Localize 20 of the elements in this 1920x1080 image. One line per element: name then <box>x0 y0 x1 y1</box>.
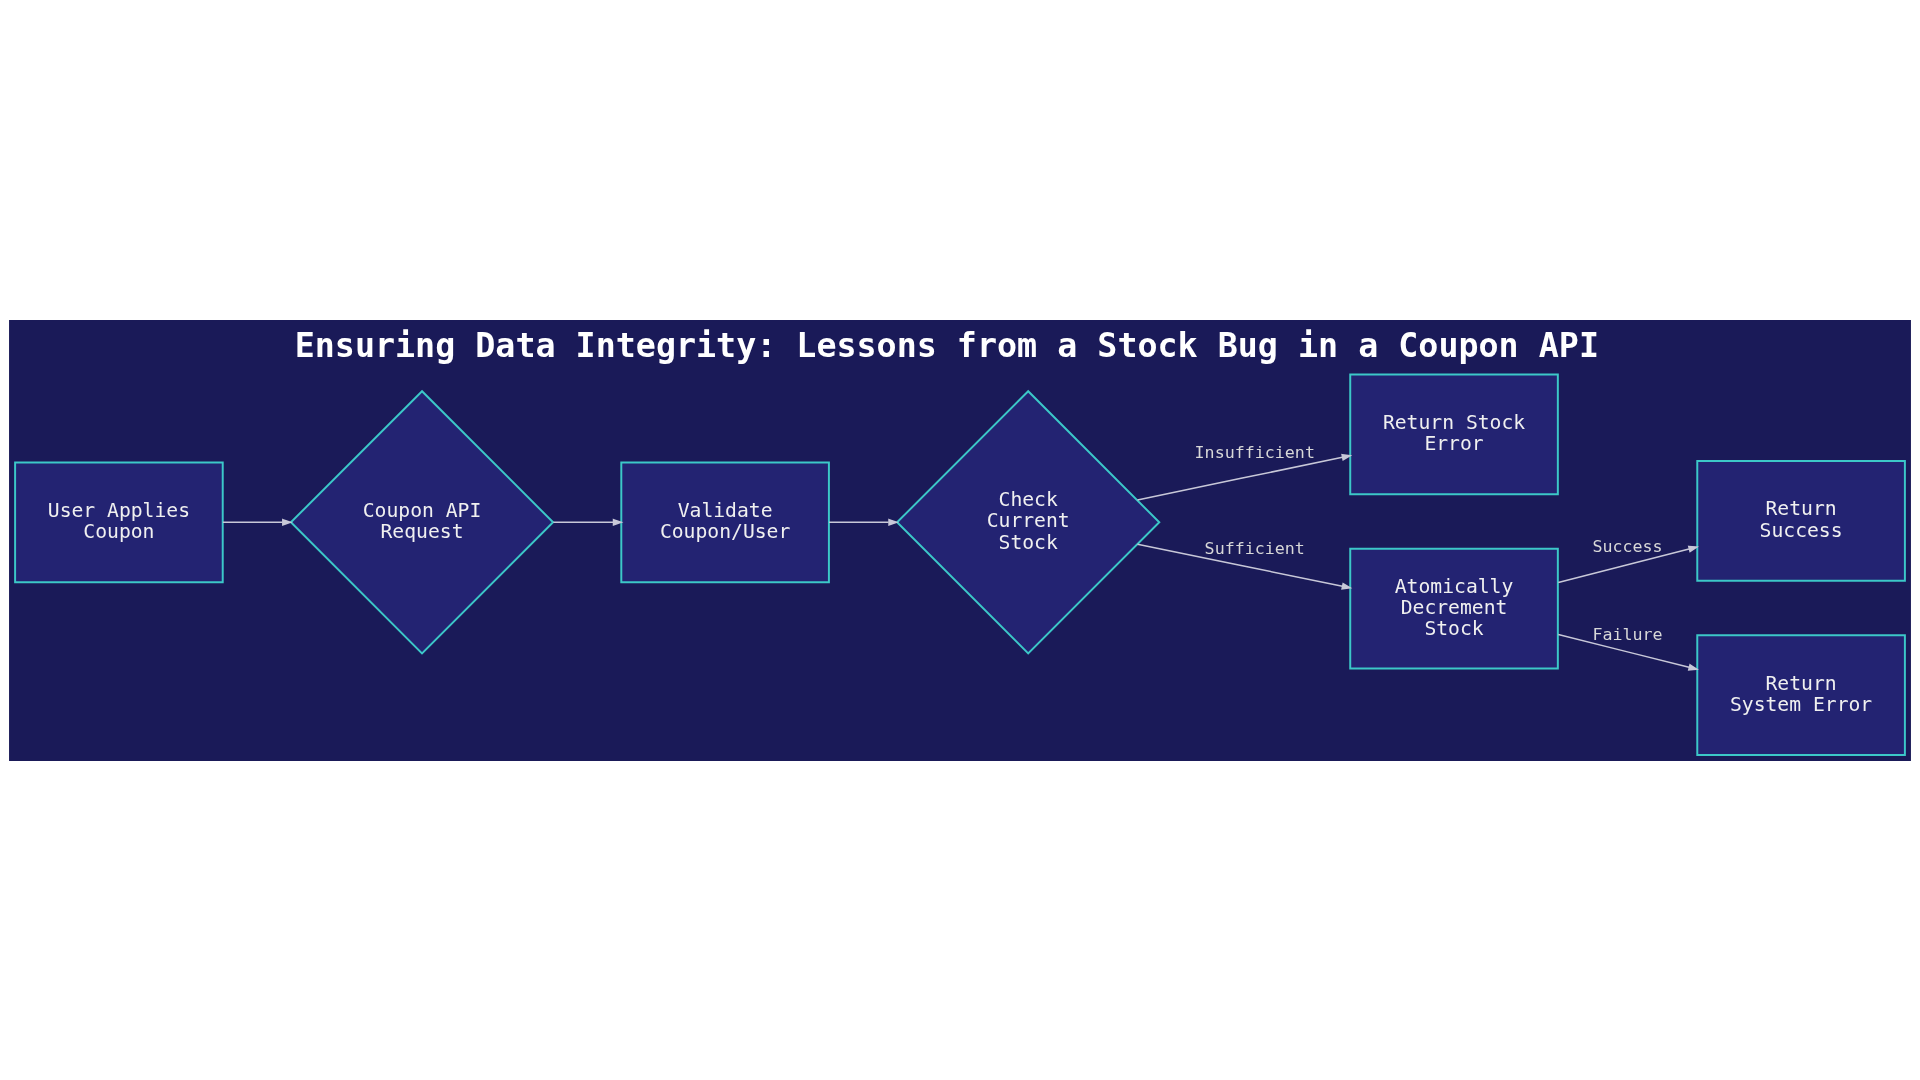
arrow <box>1136 543 1353 590</box>
arrow <box>552 518 624 526</box>
arrow <box>222 518 293 526</box>
diagram-title: Ensuring Data Integrity: Lessons from a Stock Bug in a Coupon API <box>294 325 1599 365</box>
edge-label: Sufficient <box>1204 538 1305 558</box>
node-box: Return Stock Error <box>1349 373 1559 495</box>
node-box: Return System Error <box>1696 633 1906 756</box>
node-box: User Applies Coupon <box>14 460 224 583</box>
edge-label: Insufficient <box>1194 442 1315 462</box>
arrow <box>1136 453 1353 501</box>
edge-label: Success <box>1592 536 1663 556</box>
node-box: Atomically Decrement Stock <box>1349 547 1559 670</box>
node-diamond: Check Current Stock <box>895 389 1161 655</box>
node-box: Validate Coupon/User <box>620 460 830 583</box>
node-box: Return Success <box>1696 459 1906 582</box>
arrow <box>1557 545 1699 583</box>
edge-label: Failure <box>1592 624 1663 644</box>
node-diamond: Coupon API Request <box>289 389 555 655</box>
arrow <box>1557 633 1699 671</box>
arrow <box>828 518 899 526</box>
